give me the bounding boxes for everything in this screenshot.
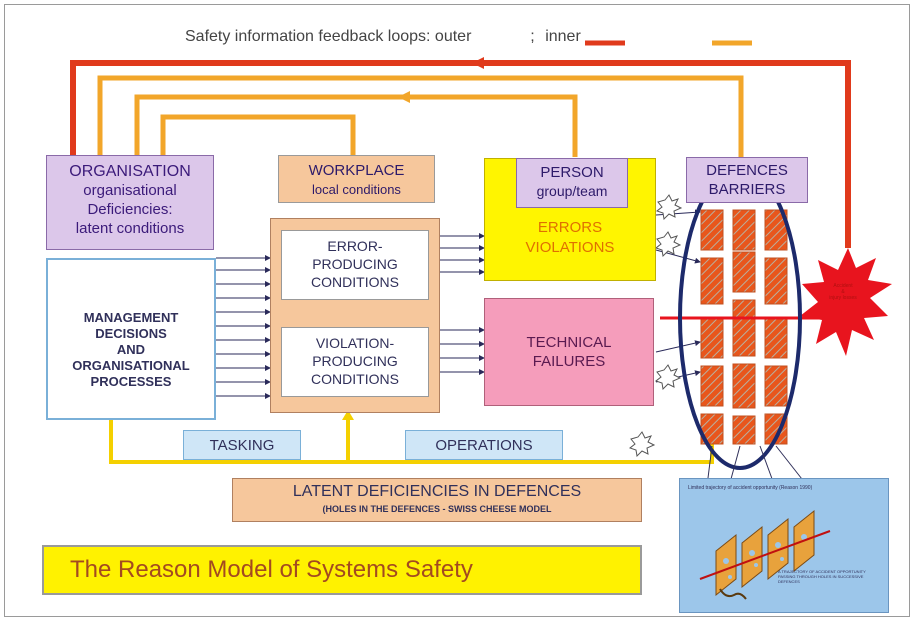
epc-line-1: ERROR- — [327, 238, 383, 254]
errors-violations-label: ERRORS VIOLATIONS — [484, 218, 656, 258]
technical-line-1: TECHNICAL — [526, 334, 612, 351]
swiss-cheese-illustration — [699, 509, 831, 600]
vpc-line-1: VIOLATION- — [315, 335, 395, 351]
organisation-line-3: latent conditions — [75, 220, 185, 237]
latent-sub: (HOLES IN THE DEFENCES - SWISS CHEESE MO… — [322, 504, 552, 514]
epc-line-2: PRODUCING — [312, 256, 398, 272]
management-line-1: MANAGEMENT — [83, 310, 179, 325]
yellow-uplink-arrow — [342, 410, 354, 420]
outer-feedback-loop — [70, 60, 851, 248]
latent-deficiencies-box: LATENT DEFICIENCIES IN DEFENCES (HOLES I… — [232, 478, 642, 522]
organisation-line-2: Deficiencies: — [87, 201, 173, 218]
defence-barriers — [700, 209, 788, 445]
legend-inner-label: inner — [545, 28, 581, 45]
hazard-bursts — [628, 194, 683, 458]
inner-feedback-loop-3 — [160, 114, 356, 157]
swiss-cheese-inset: Limited trajectory of accident opportuni… — [679, 478, 889, 613]
violation-producing-conditions-box: VIOLATION- PRODUCING CONDITIONS — [281, 327, 429, 397]
conditions-connectors — [440, 233, 485, 375]
operations-label: OPERATIONS — [405, 430, 563, 460]
workplace-sub: local conditions — [312, 182, 401, 197]
management-connectors — [216, 255, 271, 399]
legend-separator: ; — [530, 28, 535, 45]
technical-failures-box: TECHNICAL FAILURES — [484, 298, 654, 406]
error-producing-conditions-box: ERROR- PRODUCING CONDITIONS — [281, 230, 429, 300]
inner-feedback-loop-2 — [134, 94, 578, 157]
accident-label-line-3: injury losses — [829, 295, 857, 301]
vpc-line-3: CONDITIONS — [311, 371, 399, 387]
person-heading: PERSON — [540, 164, 604, 181]
inner-loop-arrow — [398, 91, 410, 103]
outer-loop-arrow — [472, 57, 484, 69]
legend-title: Safety information feedback loops: outer — [185, 28, 472, 45]
defences-barriers-box: DEFENCES BARRIERS — [686, 157, 808, 203]
diagram-title-banner: The Reason Model of Systems Safety — [42, 545, 642, 595]
accident-burst — [800, 248, 892, 356]
feedback-loops-legend: Safety information feedback loops: outer… — [185, 28, 765, 46]
organisation-line-1: organisational — [83, 182, 177, 199]
defences-line-1: DEFENCES — [706, 162, 788, 179]
management-box: MANAGEMENT DECISIONS AND ORGANISATIONAL … — [46, 258, 216, 420]
accident-label-line-2: & — [841, 289, 845, 295]
technical-line-2: FAILURES — [532, 353, 606, 370]
accident-label-line-1: Accident — [833, 283, 853, 289]
workplace-box: WORKPLACE local conditions — [278, 155, 435, 203]
workplace-heading: WORKPLACE — [308, 162, 405, 179]
violations-label: VIOLATIONS — [525, 239, 615, 256]
person-sub: group/team — [536, 183, 608, 199]
person-box: PERSON group/team — [516, 158, 628, 208]
epc-line-3: CONDITIONS — [311, 274, 399, 290]
inset-header: Limited trajectory of accident opportuni… — [688, 485, 813, 491]
accident-label: Accident & injury losses — [808, 283, 878, 323]
organisation-heading: ORGANISATION — [69, 163, 191, 180]
organisation-box: ORGANISATION organisational Deficiencies… — [46, 155, 214, 250]
inset-note: A TRAJECTORY OF ACCIDENT OPPORTUNITY PAS… — [778, 569, 866, 584]
tasking-label: TASKING — [183, 430, 301, 460]
defences-line-2: BARRIERS — [708, 181, 786, 198]
latent-heading: LATENT DEFICIENCIES IN DEFENCES — [292, 483, 582, 500]
management-line-4: ORGANISATIONAL — [72, 358, 190, 373]
diagram-frame — [4, 4, 910, 617]
errors-label: ERRORS — [537, 219, 603, 236]
inner-feedback-loop-1 — [97, 75, 744, 157]
management-line-3: AND — [116, 342, 146, 357]
management-line-5: PROCESSES — [90, 374, 172, 389]
management-line-2: DECISIONS — [95, 326, 167, 341]
vpc-line-2: PRODUCING — [312, 353, 398, 369]
